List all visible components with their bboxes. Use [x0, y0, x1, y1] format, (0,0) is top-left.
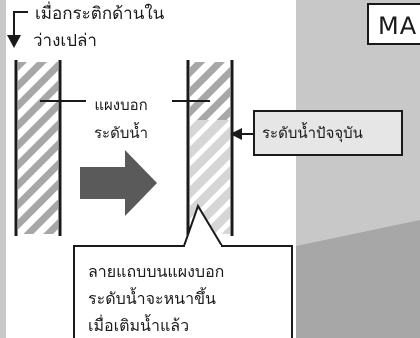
current-level-label: ระดับน้ำปัจจุบัน	[262, 124, 363, 142]
current-level-callout	[253, 110, 403, 156]
brand-box	[367, 3, 420, 45]
note-line-2: ระดับน้ำจะหนาขึ้น	[88, 289, 216, 308]
left-gauge-stripes	[18, 62, 58, 234]
gauge-label-line-1: แผงบอก	[94, 96, 148, 114]
brand-text: MA	[378, 12, 418, 40]
right-gauge-stripes-top	[190, 62, 230, 120]
note-line-3: เมื่อเติมน้ำแล้ว	[88, 316, 190, 335]
top-caption-line-2: ว่างเปล่า	[33, 31, 97, 51]
gauge-label-line-2: ระดับน้ำ	[94, 124, 149, 142]
note-text: ลายแถบบนแผงบอก ระดับน้ำจะหนาขึ้น เมื่อเต…	[88, 258, 224, 338]
transition-arrow	[80, 150, 157, 216]
caption-arrow-head	[7, 35, 21, 48]
note-line-1: ลายแถบบนแผงบอก	[88, 262, 225, 281]
top-caption-line-1: เมื่อกระติกด้านใน	[35, 4, 165, 24]
note-box-fill	[75, 247, 291, 338]
gauge-label: แผงบอก ระดับน้ำ	[94, 91, 148, 147]
caption-bent-line	[13, 11, 28, 40]
right-wedge	[296, 220, 420, 338]
top-caption: เมื่อกระติกด้านใน ว่างเปล่า	[33, 6, 164, 50]
current-level-arrow-head	[230, 128, 242, 140]
